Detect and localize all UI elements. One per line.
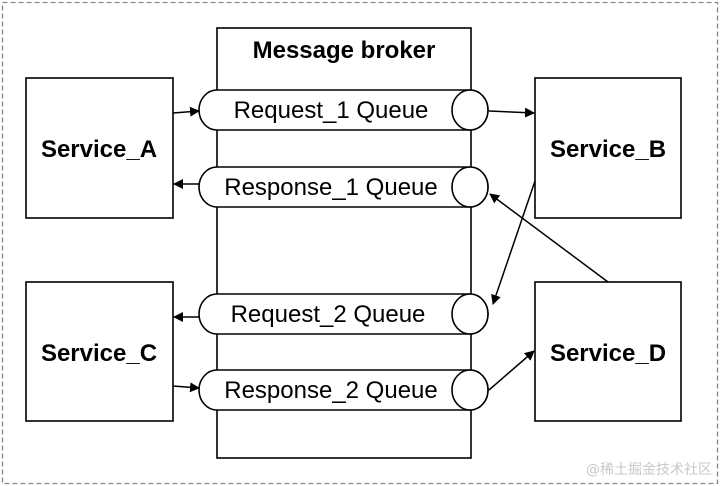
arrow-service-c-to-response-2 — [172, 382, 200, 393]
service-a-label: Service_A — [41, 136, 157, 163]
service-b[interactable]: Service_B — [534, 77, 682, 219]
service-a[interactable]: Service_A — [25, 77, 174, 219]
queue-request-2-label: Request_2 Queue — [231, 301, 426, 328]
queue-request-1[interactable]: Request_1 Queue — [198, 89, 489, 131]
service-d-label: Service_D — [550, 340, 666, 367]
arrow-request-1-to-service-b — [488, 107, 535, 118]
watermark: @稀土掘金技术社区 — [586, 462, 712, 478]
arrow-service-b-to-request-2 — [491, 180, 536, 305]
queue-request-2[interactable]: Request_2 Queue — [198, 293, 489, 335]
service-c-label: Service_C — [41, 340, 157, 367]
broker-title: Message broker — [253, 37, 436, 64]
service-b-label: Service_B — [550, 136, 666, 163]
arrow-service-a-to-request-1 — [172, 106, 200, 117]
queue-response-1[interactable]: Response_1 Queue — [198, 166, 489, 208]
queue-response-2-label: Response_2 Queue — [224, 377, 438, 404]
service-c[interactable]: Service_C — [25, 281, 174, 422]
service-d[interactable]: Service_D — [534, 281, 682, 422]
queue-response-1-label: Response_1 Queue — [224, 174, 438, 201]
queue-response-2[interactable]: Response_2 Queue — [198, 369, 489, 411]
arrow-response-2-to-service-d — [488, 350, 535, 391]
queue-request-1-label: Request_1 Queue — [234, 97, 429, 124]
arrow-service-d-to-response-1 — [489, 193, 609, 283]
